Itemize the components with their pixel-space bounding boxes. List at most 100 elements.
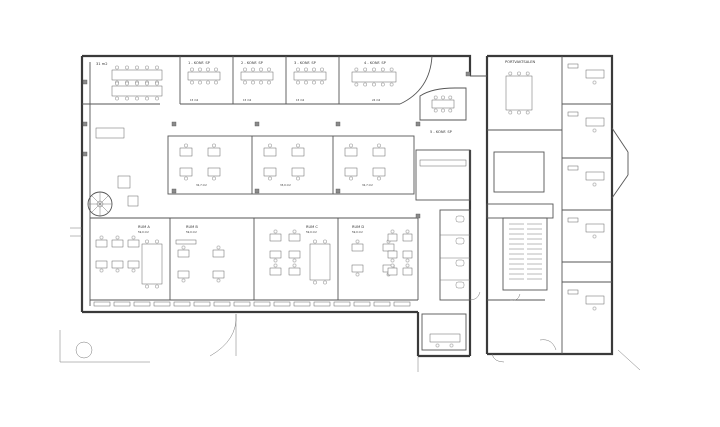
chair	[145, 65, 149, 70]
chair	[125, 81, 129, 86]
desk	[372, 147, 386, 157]
chair	[190, 80, 194, 85]
rum-a-name: RUM A	[138, 225, 150, 229]
desk	[263, 147, 277, 157]
chair	[267, 80, 271, 85]
cabinet	[373, 301, 391, 307]
chair	[292, 229, 297, 234]
chair	[145, 284, 149, 289]
desk	[269, 250, 282, 259]
konf1-area: 15 m2	[190, 98, 199, 102]
rum-d-name: RUM D	[352, 225, 364, 229]
chair	[381, 67, 385, 72]
chair	[292, 258, 297, 263]
cabinet	[127, 195, 139, 207]
chair	[216, 278, 221, 283]
cabinet	[193, 301, 211, 307]
konf2-name: 2 - KONF. SP	[241, 61, 264, 65]
desk	[288, 250, 301, 259]
exterior-walls	[80, 54, 629, 358]
chair	[313, 239, 317, 244]
rum-a-area: 59,0 m2	[138, 230, 149, 234]
chair	[320, 80, 324, 85]
desk	[207, 167, 221, 177]
chair	[145, 81, 149, 86]
chair	[131, 268, 136, 273]
chair	[267, 67, 271, 72]
chair	[115, 81, 119, 86]
shelf	[567, 217, 579, 223]
desk	[95, 260, 108, 269]
chair	[259, 80, 263, 85]
cabinet	[393, 301, 411, 307]
open-a-area: 32,7 m2	[196, 183, 207, 187]
chair	[372, 67, 376, 72]
chair	[212, 143, 216, 148]
rum-b-area: 59,0 m2	[186, 230, 197, 234]
stairs	[87, 191, 542, 280]
room-31-label: 31 m2	[96, 62, 108, 66]
desk	[344, 147, 358, 157]
shelf	[567, 165, 579, 171]
desk	[212, 270, 225, 279]
cabinet	[273, 301, 291, 307]
chair	[354, 67, 359, 72]
desk	[402, 250, 413, 259]
desk	[387, 250, 398, 259]
desk	[382, 243, 395, 252]
konf3-area: 15 m2	[296, 98, 305, 102]
chair	[304, 80, 308, 85]
chair	[296, 176, 300, 181]
interior-walls	[82, 55, 612, 354]
chair	[259, 67, 263, 72]
desk	[207, 147, 221, 157]
desk	[177, 270, 190, 279]
chair	[433, 108, 438, 113]
chair	[145, 239, 149, 244]
rum-c-name: RUM C	[306, 225, 318, 229]
toilet	[455, 281, 465, 289]
chair	[115, 268, 120, 273]
chair	[592, 128, 597, 133]
cabinet	[153, 301, 171, 307]
chair	[349, 143, 353, 148]
desk	[212, 249, 225, 258]
konf4-area: 24 m2	[372, 98, 381, 102]
chair	[390, 263, 395, 268]
desk	[177, 249, 190, 258]
chair	[363, 67, 367, 72]
chair	[135, 96, 139, 101]
chair	[435, 343, 440, 348]
desk	[372, 167, 386, 177]
desk	[111, 239, 124, 248]
chair	[273, 229, 278, 234]
chair	[206, 67, 210, 72]
desk	[269, 267, 282, 276]
conference-table	[505, 75, 533, 111]
desk	[429, 333, 461, 343]
chair	[99, 235, 104, 240]
chair	[296, 67, 300, 72]
chair	[251, 80, 255, 85]
desk	[585, 295, 605, 305]
chair	[184, 176, 188, 181]
chair	[320, 67, 324, 72]
desk	[127, 239, 140, 248]
chair	[212, 176, 216, 181]
desk	[344, 167, 358, 177]
chair	[292, 263, 297, 268]
structural-columns	[82, 71, 471, 219]
chair	[131, 235, 136, 240]
chair	[355, 272, 360, 277]
chair	[323, 280, 327, 285]
chair	[389, 82, 394, 87]
chair	[273, 258, 278, 263]
open-b-area: 33,0 m2	[280, 183, 291, 187]
chair	[125, 96, 129, 101]
conference-table	[293, 71, 327, 81]
desk	[351, 243, 364, 252]
chair	[190, 67, 194, 72]
counter	[419, 159, 467, 167]
desk	[269, 233, 282, 242]
